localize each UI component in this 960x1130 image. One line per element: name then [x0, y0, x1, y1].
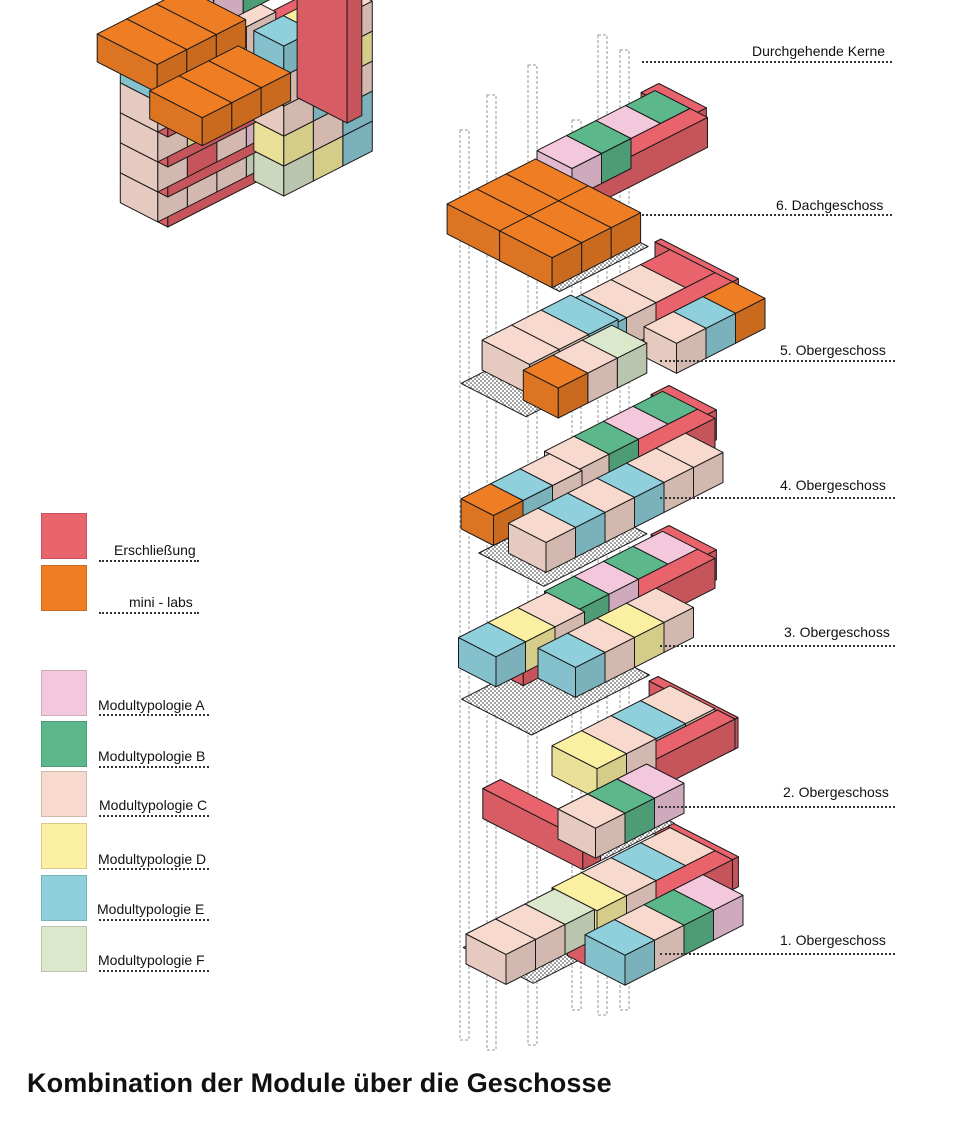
floor-leader-line: [642, 61, 892, 63]
legend-swatch-modul-f: [41, 926, 87, 972]
legend-swatch-mini-labs: [41, 565, 87, 611]
floor-leader-line: [660, 645, 895, 647]
floor-leader-line: [660, 953, 895, 955]
module-face: [732, 856, 739, 891]
floor-5og: [460, 238, 766, 419]
module-top: [537, 632, 606, 668]
legend-label-erschliessung: Erschließung: [114, 542, 196, 558]
combined-building-stack: [96, 0, 373, 228]
module-top: [551, 730, 627, 770]
legend-swatch-modul-a: [41, 670, 87, 716]
floor-leader-line: [660, 497, 895, 499]
floor-6og: [446, 83, 708, 292]
floor-leader-line: [658, 806, 895, 808]
module-top: [458, 622, 526, 658]
floor-1og: [462, 816, 744, 986]
legend-label-modul-e: Modultypologie E: [97, 901, 205, 917]
floor-4og: [460, 385, 724, 587]
floor-leader-line: [642, 214, 892, 216]
legend-leader-line: [99, 868, 209, 870]
legend-leader-line: [99, 970, 209, 972]
legend-swatch-modul-c: [41, 771, 87, 817]
module-top: [481, 324, 560, 365]
legend-leader-line: [99, 560, 199, 562]
legend-swatch-erschliessung: [41, 513, 87, 559]
legend-swatch-modul-d: [41, 823, 87, 869]
module-top: [522, 354, 589, 389]
legend-label-modul-d: Modultypologie D: [98, 851, 207, 867]
legend-label-modul-f: Modultypologie F: [98, 952, 205, 968]
module-top: [149, 75, 233, 119]
floor-label-roof: 6. Dachgeschoss: [776, 197, 884, 213]
legend-leader-line: [99, 919, 209, 921]
floor-label-4og: 4. Obergeschoss: [780, 477, 886, 493]
legend-swatch-modul-e: [41, 875, 87, 921]
legend-leader-line: [99, 714, 209, 716]
stack-core-wall: [296, 0, 363, 124]
module-top: [499, 215, 583, 259]
floor-2og: [482, 676, 739, 871]
floor-label-5og: 5. Obergeschoss: [780, 342, 886, 358]
module-top: [643, 311, 707, 344]
floor-label-1og: 1. Obergeschoss: [780, 932, 886, 948]
module-top: [508, 507, 576, 543]
module-top: [96, 18, 188, 66]
core-post: [459, 129, 470, 1041]
floor-label-2og: 2. Obergeschoss: [783, 784, 889, 800]
stack-roof: [96, 0, 292, 147]
floor-plates: [446, 83, 766, 986]
module-top: [551, 872, 627, 912]
module-top: [584, 919, 655, 956]
legend-label-modul-c: Modultypologie C: [99, 797, 208, 813]
module-top: [460, 483, 524, 516]
core-post: [486, 94, 497, 1051]
legend-leader-line: [99, 815, 209, 817]
module-top: [536, 135, 602, 169]
page-title: Kombination der Module über die Geschoss…: [27, 1068, 612, 1098]
module-face: [346, 0, 363, 124]
legend-swatch-modul-b: [41, 721, 87, 767]
legend-leader-line: [99, 766, 209, 768]
floor-label-3og: 3. Obergeschoss: [784, 624, 890, 640]
floor-label-cores: Durchgehende Kerne: [752, 43, 886, 59]
legend-label-modul-a: Modultypologie A: [98, 697, 205, 713]
floor-leader-line: [660, 360, 895, 362]
module-top: [465, 918, 536, 955]
legend-label-mini-labs: mini - labs: [129, 594, 193, 610]
legend-label-modul-b: Modultypologie B: [98, 748, 206, 764]
module-top: [557, 793, 626, 829]
floor-3og: [458, 525, 717, 736]
legend-leader-line: [99, 612, 199, 614]
